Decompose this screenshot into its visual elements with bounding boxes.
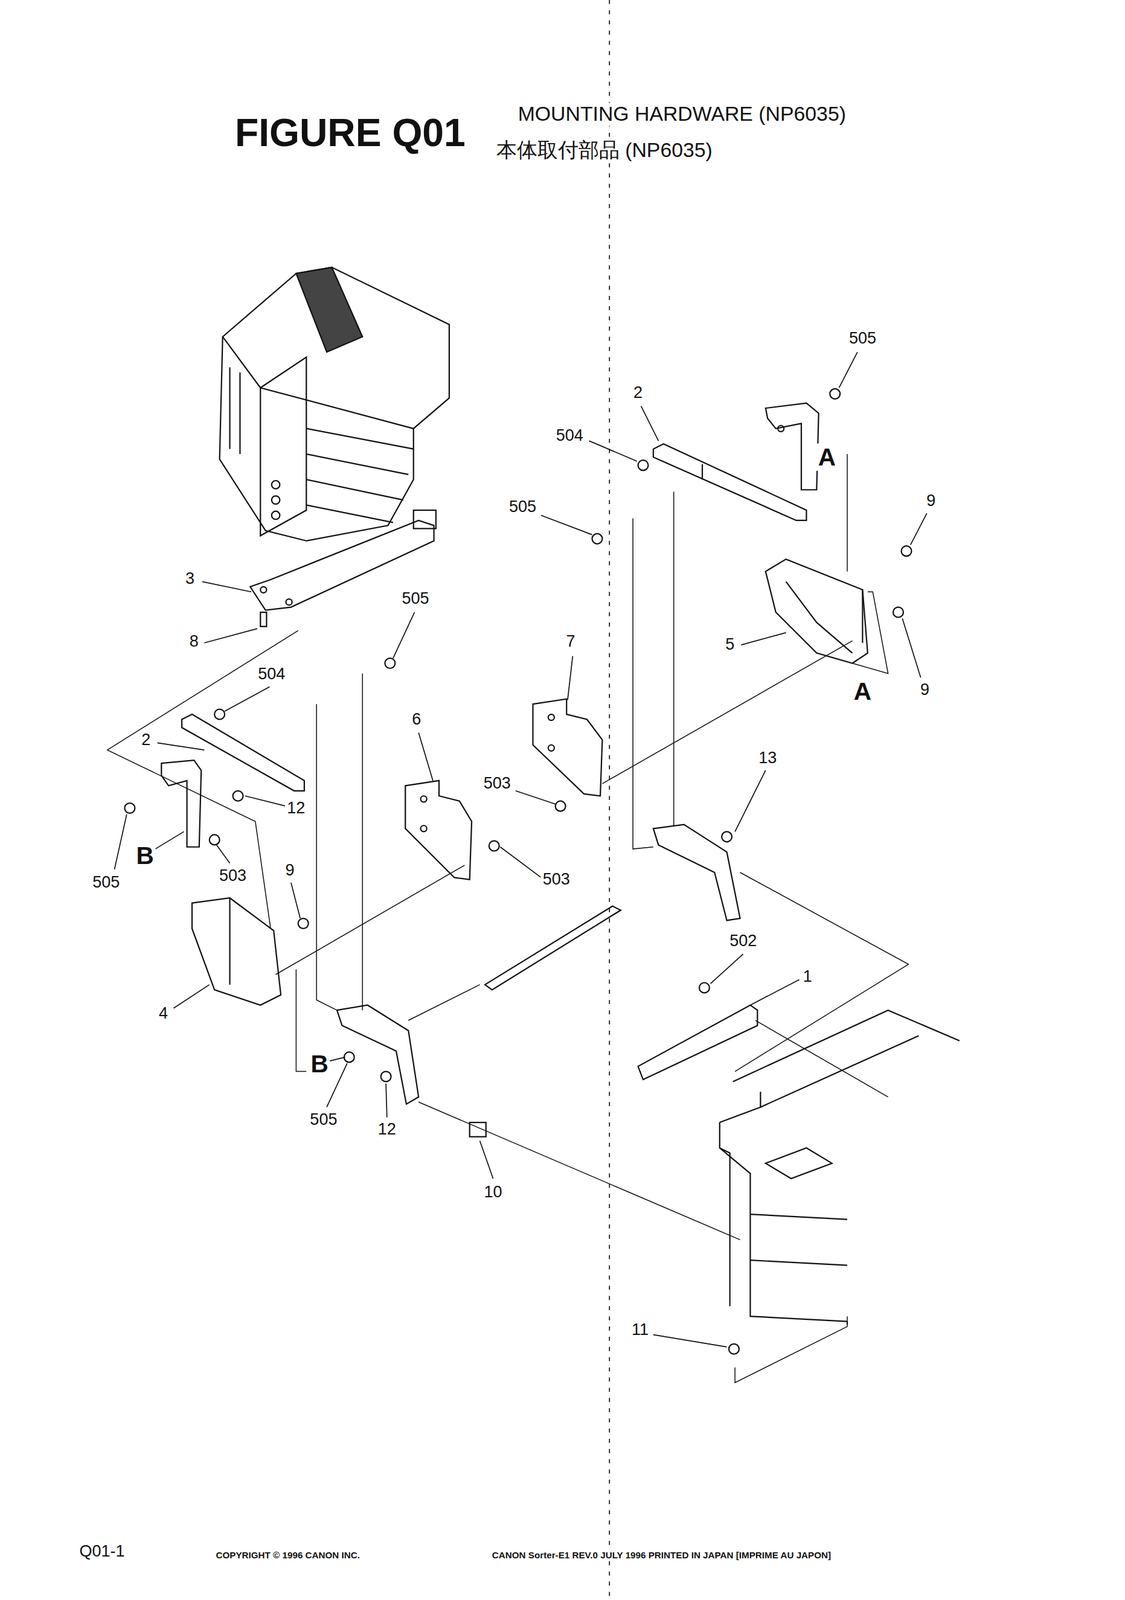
callout-number: 505 <box>90 873 122 892</box>
reference-letter: A <box>816 443 838 472</box>
callout-number: 9 <box>924 492 938 511</box>
callout-number: 13 <box>756 749 779 768</box>
callout-number: 11 <box>629 1321 651 1340</box>
bracket-part <box>653 824 741 921</box>
bracket-part <box>653 443 807 521</box>
bracket-part <box>336 1005 419 1105</box>
reference-letter: B <box>134 841 156 869</box>
bracket-part <box>161 760 202 848</box>
copier-body <box>719 1010 960 1327</box>
callout-number: 503 <box>481 774 513 793</box>
callout-number: 12 <box>285 799 307 818</box>
callout-number: 8 <box>187 632 201 651</box>
callout-number: 2 <box>139 731 153 750</box>
bracket-part <box>181 714 305 792</box>
leader-lines <box>114 352 927 1348</box>
callout-number: 5 <box>723 636 737 655</box>
callout-number: 505 <box>307 1111 339 1130</box>
callout-number: 505 <box>399 589 431 609</box>
callout-number: 503 <box>217 867 249 886</box>
page-number: Q01-1 <box>77 1542 127 1561</box>
sorter-unit <box>219 267 450 542</box>
callout-number: 2 <box>631 384 645 403</box>
callout-number: 12 <box>376 1121 398 1140</box>
bracket-part <box>765 559 868 664</box>
figure-title: FIGURE Q01 <box>233 111 468 154</box>
reference-letter: B <box>308 1050 330 1078</box>
screws <box>124 388 912 1355</box>
callout-number: 503 <box>541 870 572 889</box>
callout-number: 7 <box>564 632 577 651</box>
callout-number: 3 <box>183 570 197 589</box>
print-note: CANON Sorter-E1 REV.0 JULY 1996 PRINTED … <box>490 1550 833 1561</box>
bracket-part <box>250 510 436 627</box>
callout-number: 502 <box>727 932 759 951</box>
callout-number: 504 <box>554 426 586 446</box>
plate-part <box>532 699 603 797</box>
callout-number: 1 <box>801 967 815 987</box>
callout-number: 9 <box>918 681 932 700</box>
callout-number: 6 <box>410 710 423 729</box>
callout-number: 505 <box>507 498 539 517</box>
callout-number: 505 <box>847 329 879 348</box>
reference-lines <box>107 454 909 1383</box>
figure-heading: 本体取付部品 (NP6035) <box>494 138 715 162</box>
reference-letter: A <box>852 677 874 705</box>
callout-number: 504 <box>256 666 287 685</box>
plate-part <box>405 780 472 880</box>
figure-heading: MOUNTING HARDWARE (NP6035) <box>516 103 848 126</box>
copyright-note: COPYRIGHT © 1996 CANON INC. <box>214 1550 362 1561</box>
bracket-part <box>192 897 281 1005</box>
callout-number: 9 <box>283 861 297 880</box>
callout-number: 4 <box>157 1004 170 1023</box>
callout-number: 10 <box>481 1183 504 1202</box>
rod-part <box>484 906 621 991</box>
bracket-part <box>765 403 819 491</box>
